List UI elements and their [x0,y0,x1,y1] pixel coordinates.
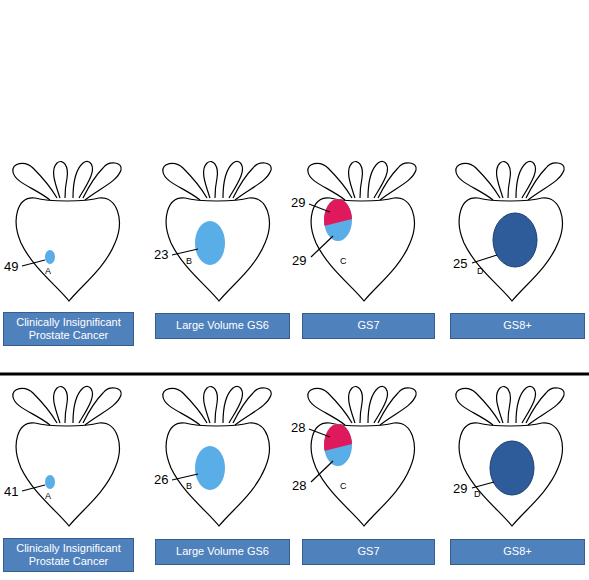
panel-letter: A [45,267,51,276]
tumor-lesion [493,213,537,267]
category-box: GS7 [302,539,435,565]
tumor-lesion [45,250,55,264]
category-box: Large Volume GS6 [155,313,290,339]
separator-line [0,373,589,376]
category-label: GS8+ [503,319,531,332]
callout-number: 29 [292,254,306,267]
callout-number: 28 [292,479,306,492]
leader-line [22,204,497,266]
prostate-outline [13,161,564,301]
tumor-lesion-high-grade [324,424,352,466]
callout-number: 25 [453,257,467,270]
panel-letter: A [45,492,51,501]
panel-letter: B [186,257,192,266]
category-label: GS7 [357,545,379,558]
panel-letter: B [186,482,192,491]
panel-letter: C [340,257,347,266]
category-label: Clinically Insignificant Prostate Cancer [8,316,129,342]
callout-number: 41 [4,485,18,498]
category-box: Clinically Insignificant Prostate Cancer [3,538,134,572]
prostate-outline [13,386,564,526]
panel-letter: C [340,482,347,491]
tumor-lesion [324,424,352,466]
category-box: Clinically Insignificant Prostate Cancer [3,312,134,346]
callout-number: 29 [291,196,305,209]
tumor-lesion [195,446,225,490]
tumor-lesion [324,199,352,241]
category-box: GS7 [302,313,435,339]
leader-line [22,429,494,491]
tumor-lesion [490,441,534,495]
category-label: GS8+ [503,545,531,558]
category-box: GS8+ [450,313,585,339]
category-label: Large Volume GS6 [176,319,269,332]
panel-letter: D [474,490,481,499]
panel-letter: D [477,267,484,276]
callout-number: 26 [154,473,168,486]
callout-number: 28 [291,421,305,434]
category-label: Large Volume GS6 [176,545,269,558]
category-label: Clinically Insignificant Prostate Cancer [8,542,129,568]
callout-number: 49 [4,260,18,273]
tumor-lesion [195,221,225,265]
callout-number: 29 [453,482,467,495]
tumor-lesion [45,475,55,489]
category-box: Large Volume GS6 [155,539,290,565]
category-box: GS8+ [450,539,585,565]
category-label: GS7 [357,319,379,332]
tumor-lesion-high-grade [324,199,352,241]
callout-number: 23 [154,248,168,261]
